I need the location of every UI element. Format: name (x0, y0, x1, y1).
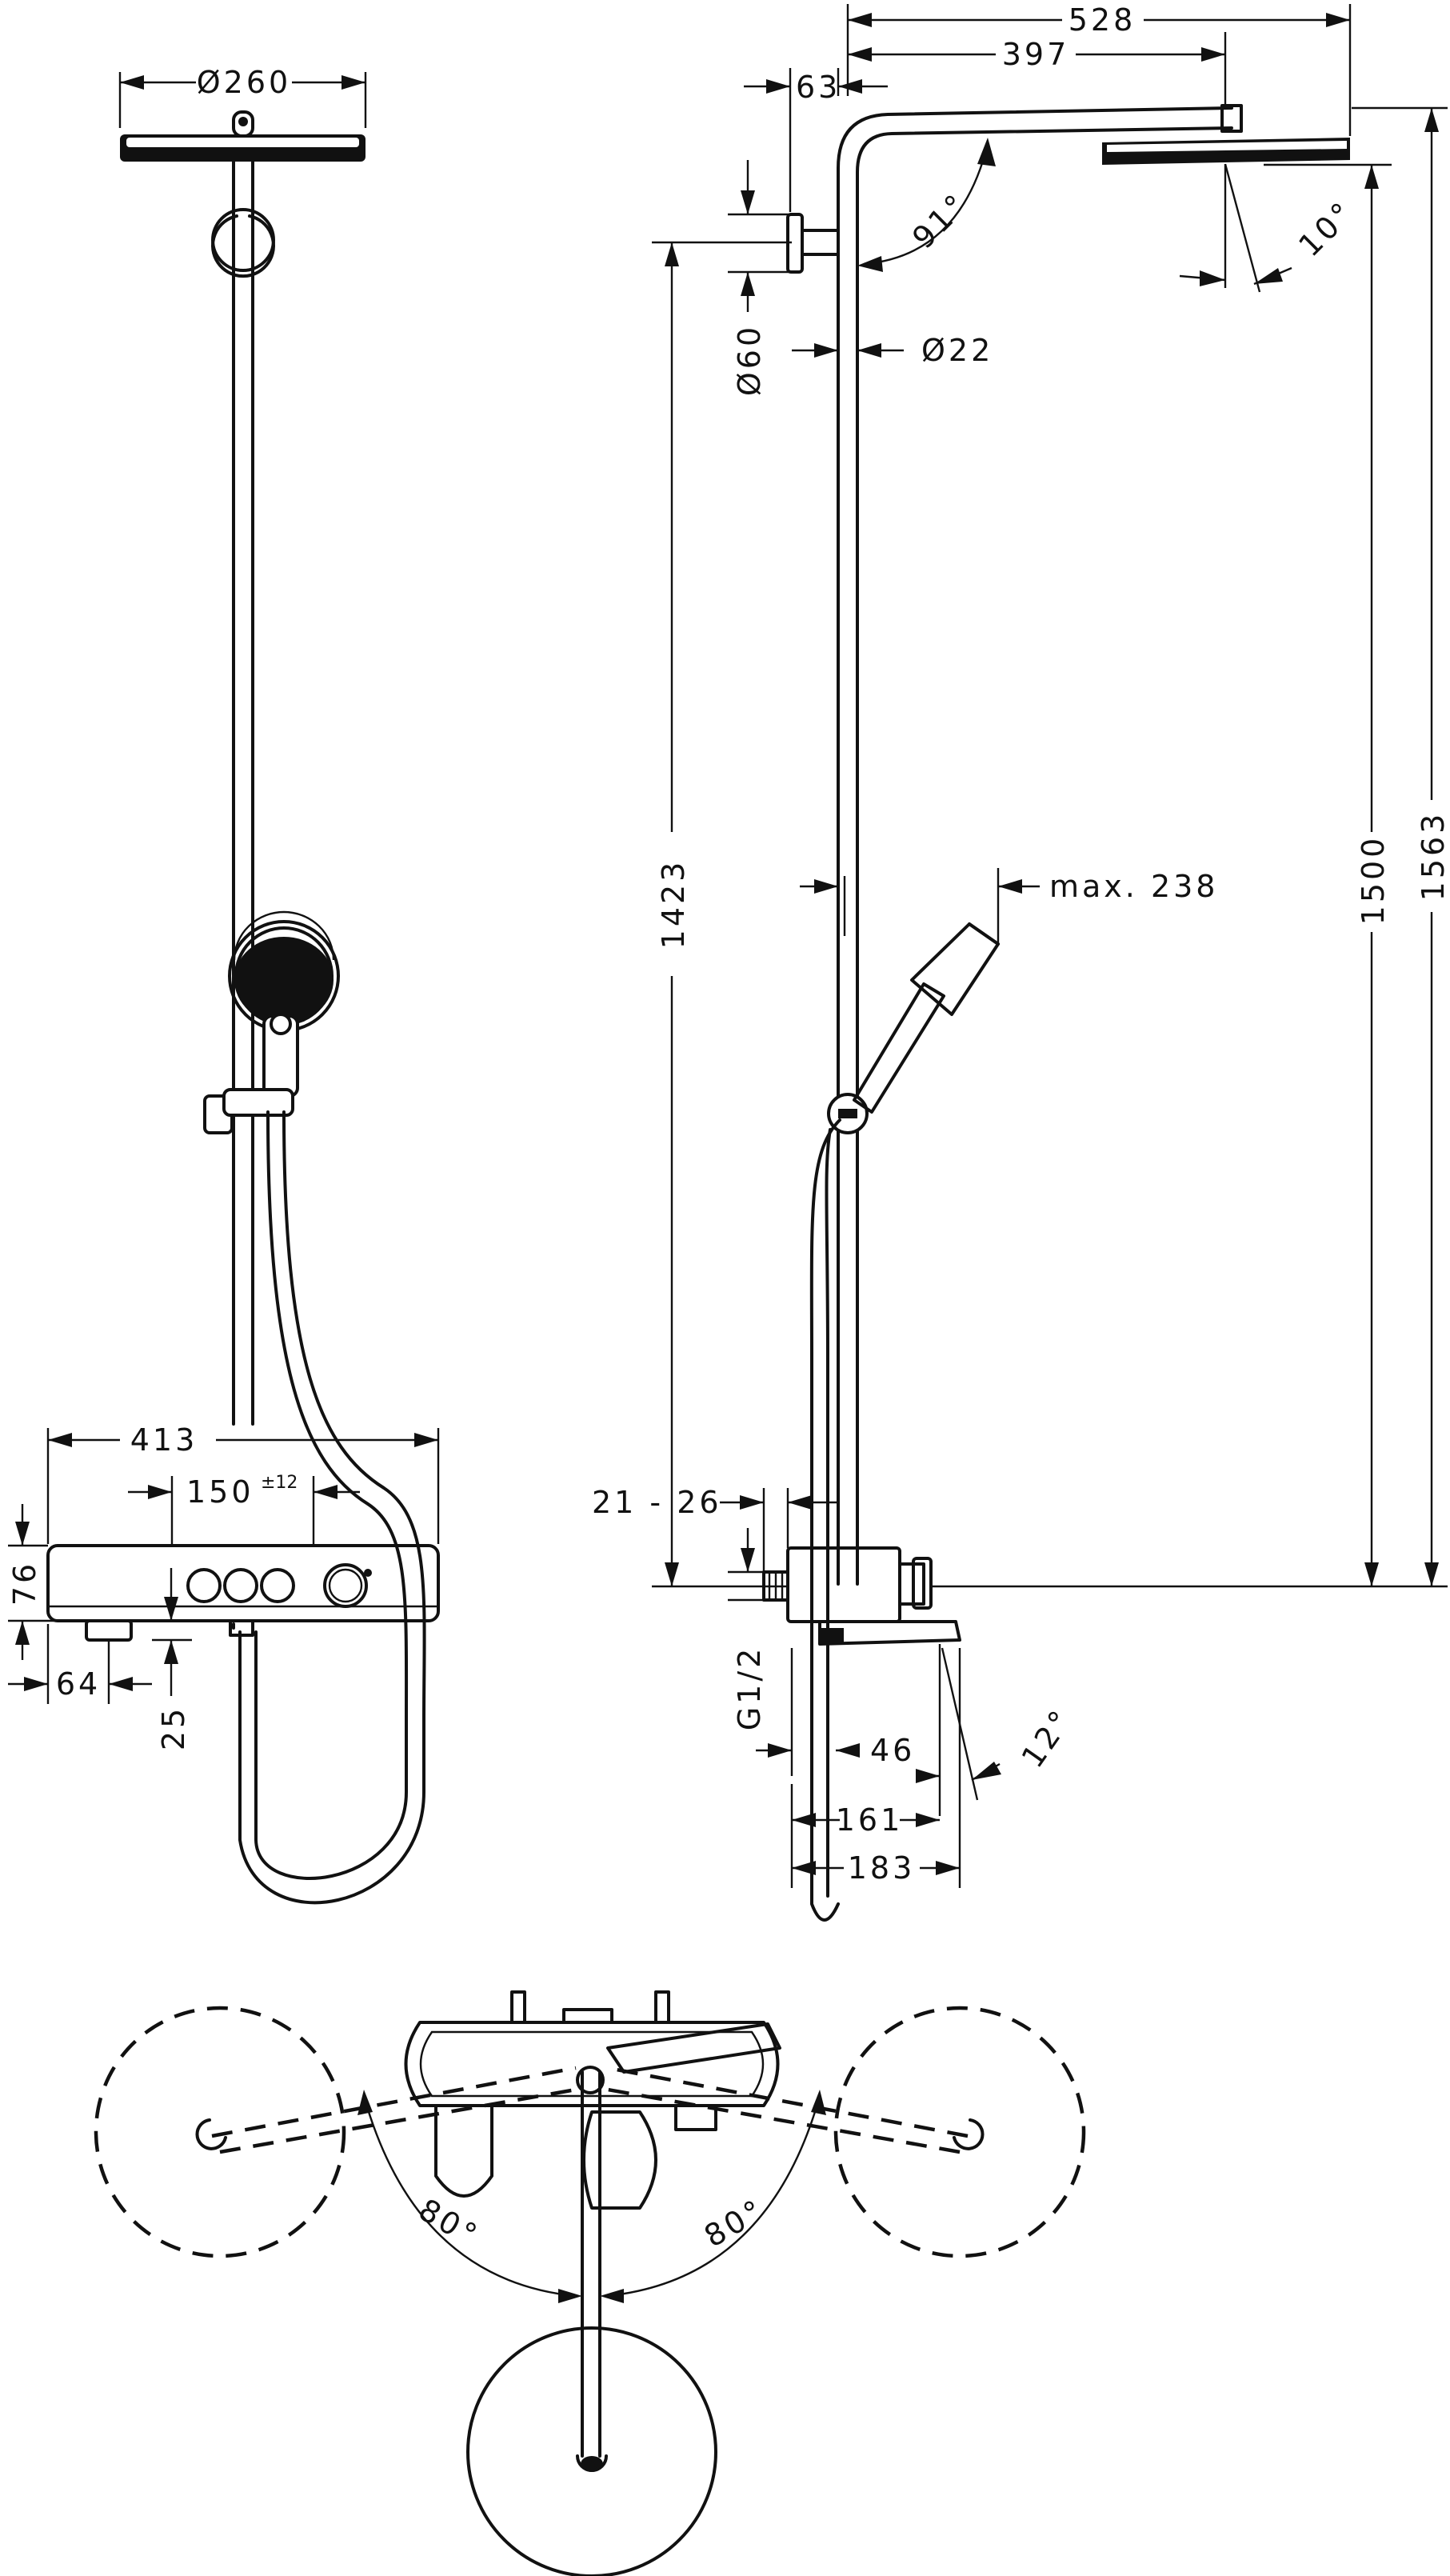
dim-range-21-26: 21 - 26 (592, 1485, 840, 1572)
label-angle-12: 12° (1015, 1702, 1081, 1774)
dim-thread-g12: G1/2 (728, 1528, 793, 1776)
overhead-shower-top (466, 2326, 717, 2576)
label-proj-63: 63 (796, 70, 841, 105)
hand-shower-front (228, 910, 340, 1098)
thermostat-front (46, 1544, 440, 1642)
top-view: 80° 80° (94, 1990, 1086, 2576)
label-offset-25: 25 (156, 1706, 191, 1750)
dim-depth-183: 183 (792, 1648, 961, 1888)
label-pipe-22: Ø22 (921, 333, 993, 368)
label-depth-183: 183 (848, 1850, 916, 1886)
dim-height-1563: 1563 (1352, 106, 1450, 1586)
dim-depth-46: 46 (836, 1733, 940, 1783)
dim-proj-528: 528 (846, 2, 1352, 136)
label-thread-g12: G1/2 (732, 1646, 767, 1731)
dim-angle-12: 12° (938, 1644, 1081, 1816)
dim-height-76: 76 (7, 1504, 86, 1660)
label-proj-528: 528 (1069, 2, 1136, 38)
label-height-76: 76 (7, 1561, 42, 1606)
label-height-1500: 1500 (1356, 835, 1391, 926)
dim-head-diameter: Ø260 (118, 65, 367, 128)
dim-depth-161: 161 (790, 1784, 940, 1888)
dim-offset-25: 25 (152, 1568, 192, 1750)
label-head-diameter: Ø260 (197, 65, 291, 100)
dim-max-238: max. 238 (800, 868, 1218, 944)
label-height-1563: 1563 (1416, 811, 1450, 902)
label-height-1423: 1423 (656, 859, 691, 950)
swivel-circle-left (94, 2006, 346, 2258)
label-depth-161: 161 (836, 1802, 904, 1838)
dim-width-413: 413 (46, 1422, 440, 1544)
dim-spacing-150: 150 ±12 (128, 1473, 360, 1544)
dim-angle-10: 10° (1179, 163, 1361, 293)
overhead-shower-side (1102, 138, 1350, 165)
dim-angle-91: 91° (857, 138, 996, 272)
label-depth-46: 46 (870, 1733, 915, 1768)
label-spacing-tolerance: ±12 (261, 1473, 298, 1493)
dim-height-1500: 1500 (932, 163, 1448, 1588)
dim-proj-63: 63 (744, 68, 888, 212)
label-max-238: max. 238 (1049, 869, 1218, 904)
thermostat-top (404, 1990, 781, 2210)
dim-proj-397: 397 (848, 32, 1227, 104)
label-swivel-right: 80° (698, 2192, 771, 2254)
front-view: Ø260 413 150 ±12 (7, 65, 440, 1905)
label-offset-64: 64 (56, 1666, 101, 1702)
thermostat-side (762, 1546, 961, 1646)
label-range-21-26: 21 - 26 (592, 1485, 722, 1520)
side-view: 528 397 63 91° (592, 2, 1450, 1922)
label-angle-10: 10° (1292, 194, 1361, 263)
label-proj-397: 397 (1002, 37, 1070, 72)
dim-bracket-60: Ø60 (728, 160, 800, 396)
label-width-413: 413 (130, 1422, 198, 1458)
label-bracket-60: Ø60 (732, 324, 767, 396)
hand-shower-side (853, 922, 1000, 1114)
label-angle-91: 91° (905, 186, 975, 255)
swivel-circle-right (833, 2006, 1086, 2258)
dim-pipe-22: Ø22 (792, 333, 993, 368)
label-spacing-150: 150 (186, 1474, 254, 1510)
dim-height-1423: 1423 (652, 241, 792, 1588)
dim-offset-64: 64 (8, 1624, 152, 1704)
overhead-shower-front (120, 110, 365, 162)
